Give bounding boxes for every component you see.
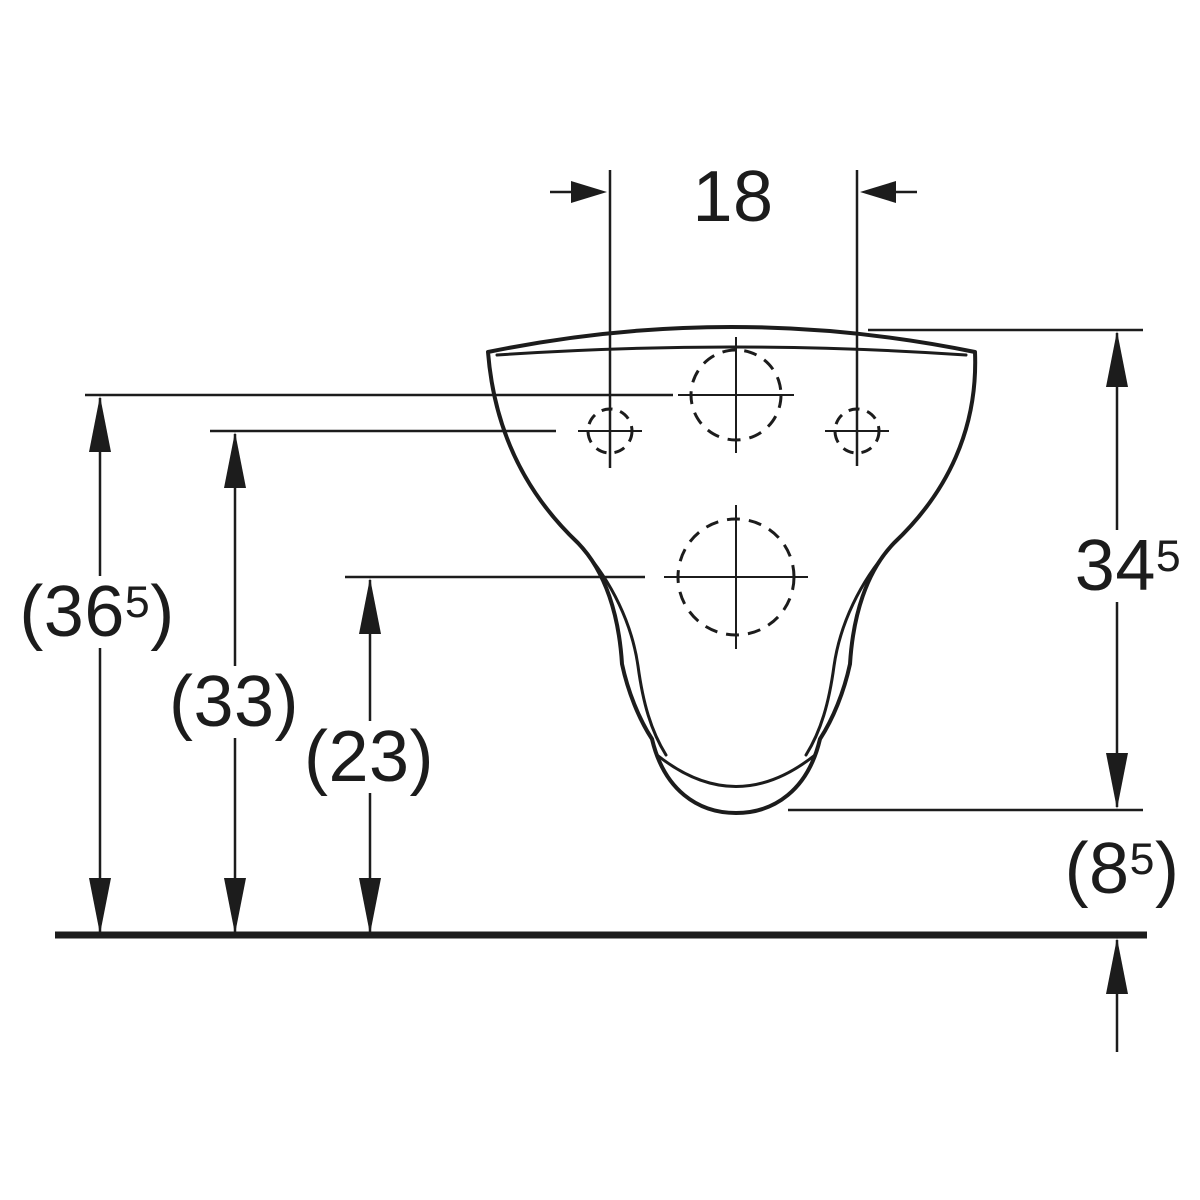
dim-value-sup: 5 [124,578,151,628]
dim-value-main: 18 [692,157,774,237]
dimension-height-36-5 [89,396,111,934]
dim-label-height-23: (23) [298,721,440,793]
reference-lines-left [85,393,673,579]
wc-bowl-inner-contour-right [804,546,892,757]
dim-arrow-36-5-up [89,396,111,452]
dim-label-height-34-5: 345 [1069,530,1187,602]
dim-label-hole-spacing: 18 [687,161,779,233]
dim-arrow-34-5-up [1106,331,1128,387]
dim-value-main: (23 [303,717,410,797]
dim-label-floor-gap-8-5: (85) [1059,833,1185,905]
dim-arrow-33-down [224,878,246,934]
dim-arrow-8-5-up [1106,938,1128,994]
wc-bowl [486,325,978,815]
dim-value-sup: 5 [1129,835,1155,885]
dim-value-main: (8 [1064,829,1130,909]
dimension-hole-spacing [550,170,917,468]
dim-value-main: (36 [19,572,125,652]
dimension-floor-gap-8-5 [1106,938,1128,1052]
fixing-holes [578,337,889,649]
dim-label-height-33: (33) [163,666,305,738]
outlet-hole [664,505,808,649]
dim-value-suffix: ) [150,572,175,652]
arrow-18-left-head [571,181,607,203]
dim-arrow-36-5-down [89,878,111,934]
dim-value-main: (33 [168,662,275,742]
wc-bowl-outline [486,325,978,815]
dim-value-suffix: ) [1154,829,1180,909]
wc-rim-edge-line [495,345,968,357]
dim-value-main: 34 [1074,526,1156,606]
dim-value-suffix: ) [409,717,435,797]
dim-arrow-34-5-down [1106,753,1128,809]
dim-arrow-33-up [224,432,246,488]
fixing-hole-top [678,337,794,453]
dim-value-suffix: ) [274,662,300,742]
dim-value-sup: 5 [1155,532,1182,582]
arrow-18-right-head [860,181,896,203]
dim-arrow-23-down [359,878,381,934]
wc-bowl-inner-contour-left [580,546,668,757]
dim-label-height-36-5: (365) [14,576,180,648]
wc-bowl-inner-bottom-arc [655,753,817,788]
reference-lines-right [788,328,1143,812]
dim-arrow-23-up [359,578,381,634]
